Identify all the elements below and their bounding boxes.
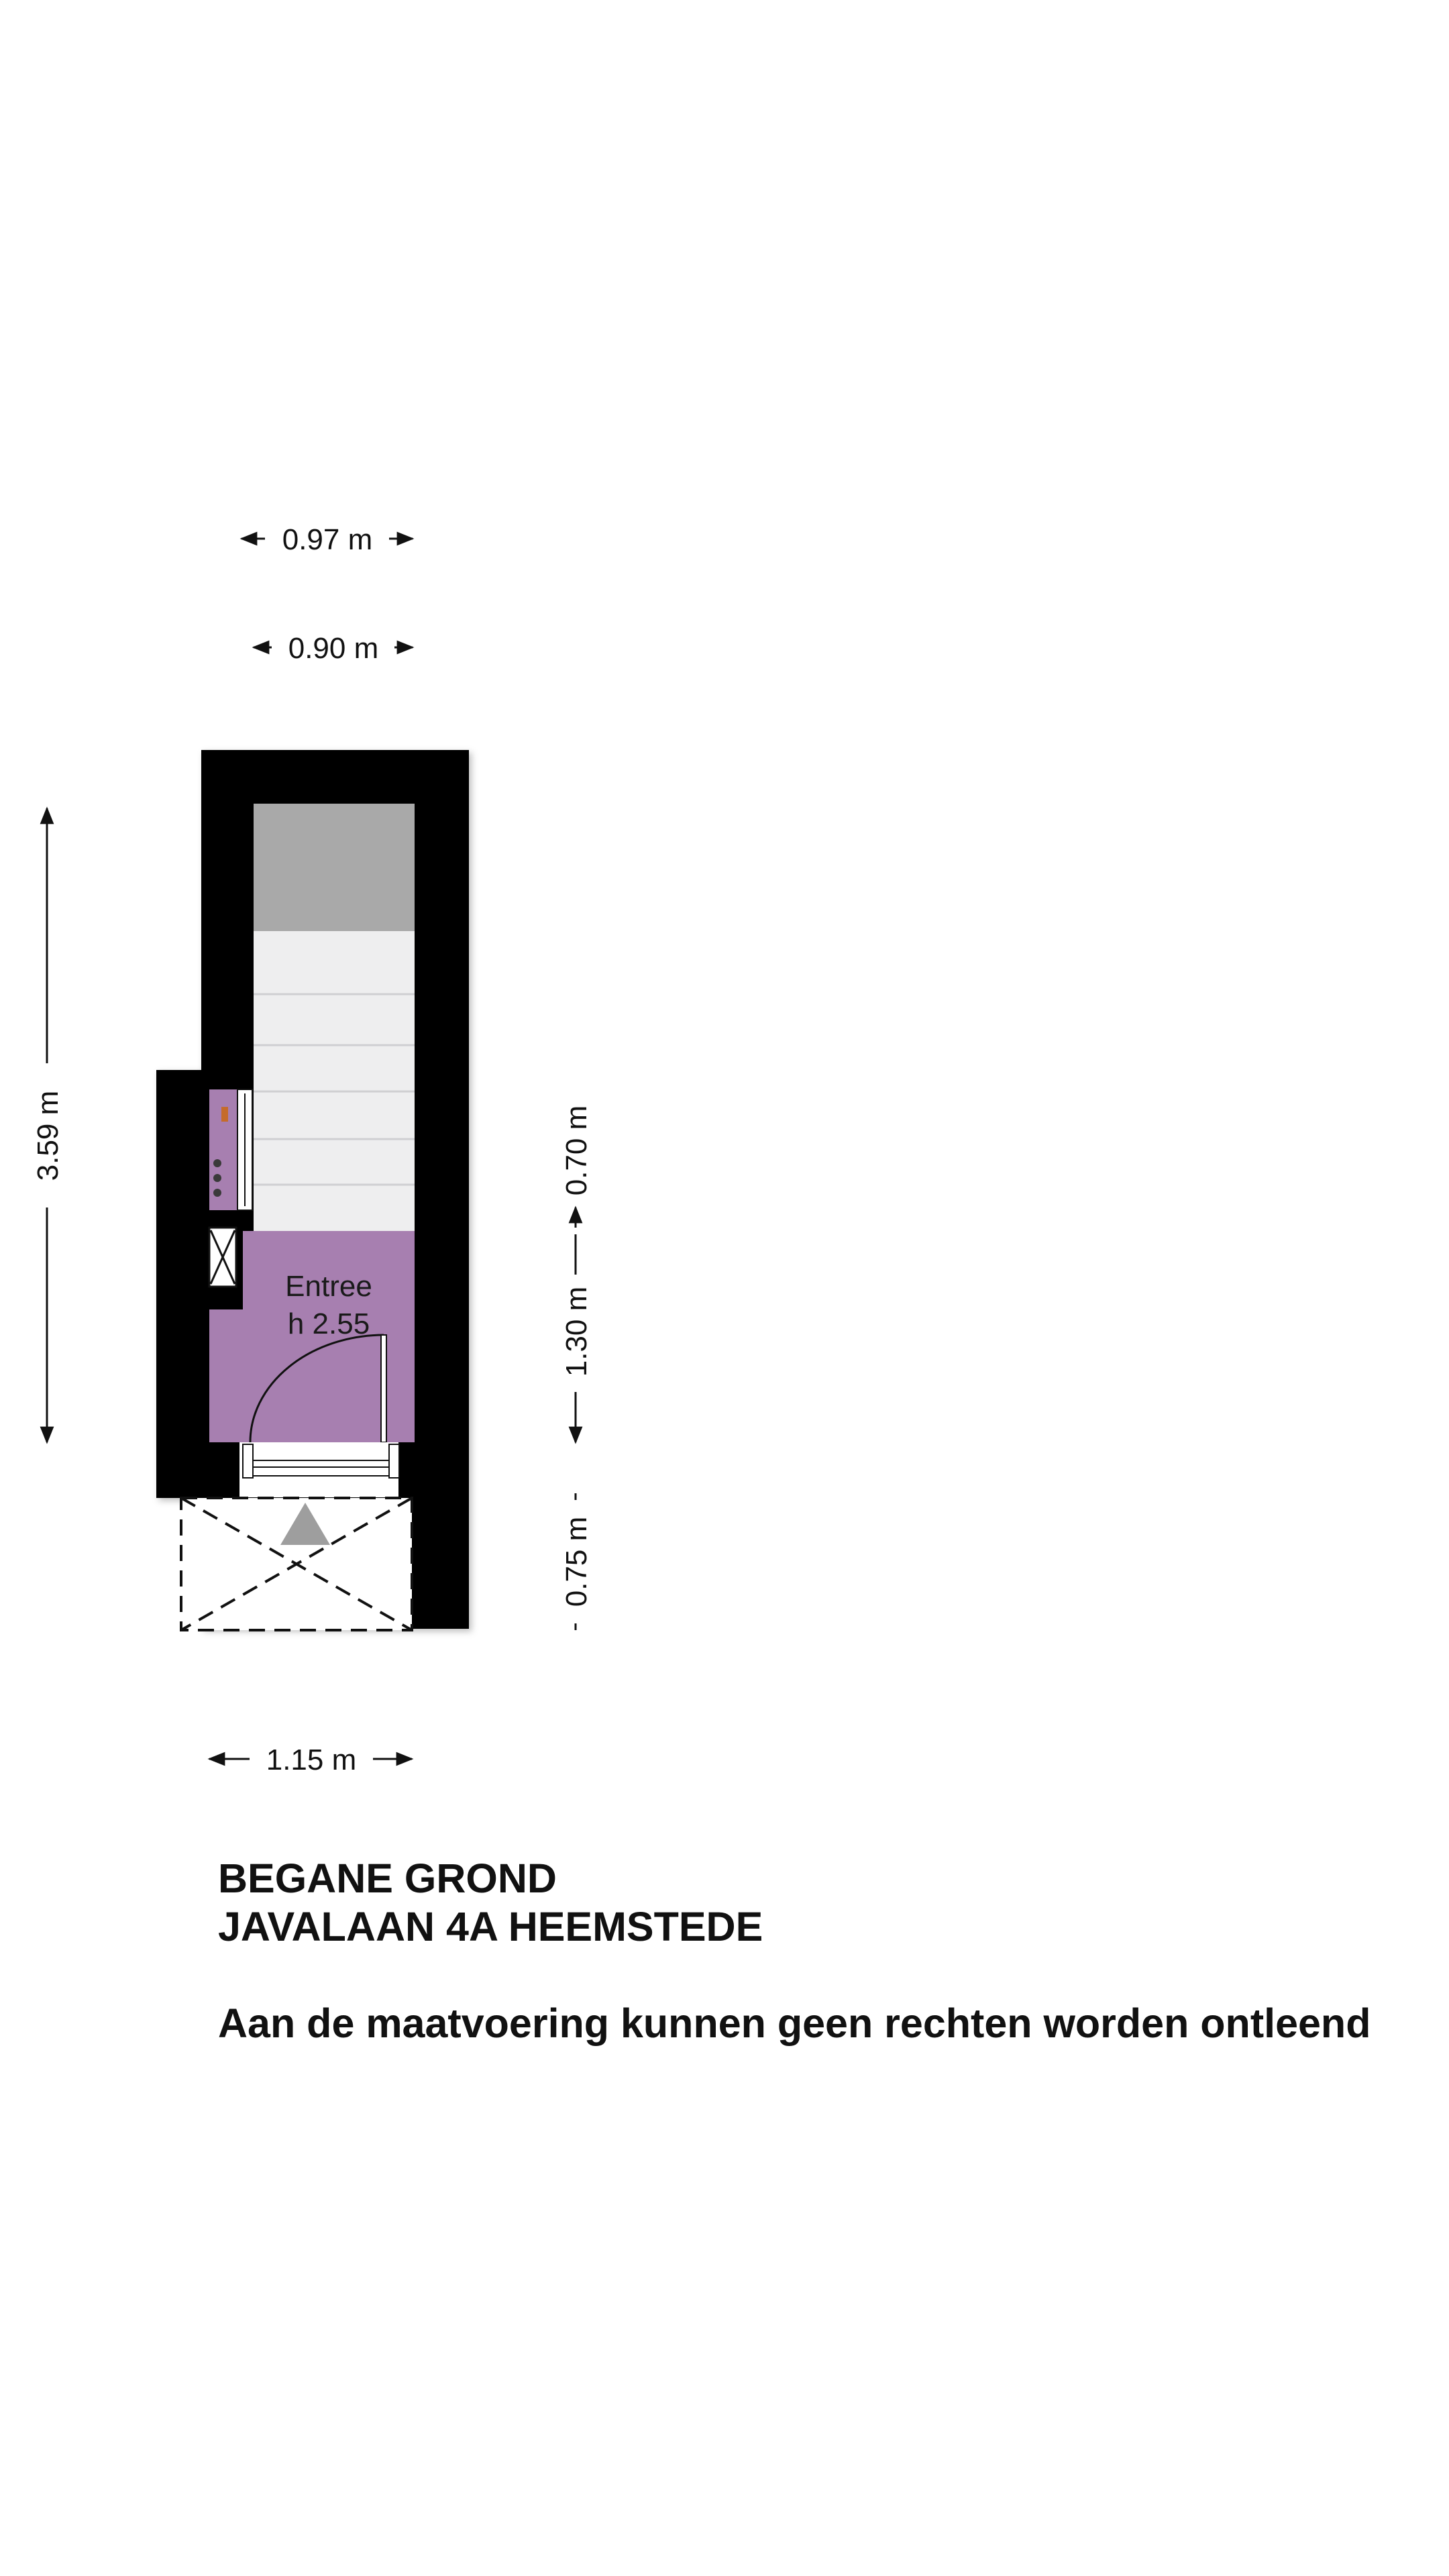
door-swing <box>249 1334 384 1443</box>
room-entree <box>209 1231 415 1442</box>
room-height: h 2.55 <box>288 1307 370 1340</box>
dimension-top-outer: 0.97 m <box>239 523 415 556</box>
door-leaf <box>380 1334 387 1443</box>
dimension-top-inner: 0.90 m <box>252 632 415 665</box>
address: JAVALAAN 4A HEEMSTEDE <box>218 1904 763 1949</box>
dimension-label: 3.59 m <box>32 1091 64 1181</box>
dimension-label: 0.75 m <box>560 1517 593 1607</box>
meter-dot <box>213 1159 221 1167</box>
meter-symbol <box>221 1107 228 1122</box>
room-name: Entree <box>285 1270 372 1303</box>
wall-left-extension <box>156 1070 203 1498</box>
dimension-label: 0.97 m <box>282 523 373 556</box>
stair-tread-lines <box>254 993 415 1186</box>
dimension-label: 0.90 m <box>288 632 379 665</box>
dimension-label: 1.15 m <box>266 1743 357 1776</box>
dimension-right-stack: 0.70 m 1.30 m 0.75 m <box>560 1106 593 1630</box>
stair-landing <box>254 804 415 931</box>
door-threshold <box>239 1442 398 1497</box>
stair-steps <box>254 931 415 1231</box>
dimension-label: 0.70 m <box>560 1106 593 1196</box>
dimension-bottom: 1.15 m <box>207 1743 414 1776</box>
dimension-label: 1.30 m <box>560 1287 593 1377</box>
plan-drawing: Entree h 2.55 <box>156 750 469 1631</box>
entrance-arrow-icon <box>280 1503 330 1545</box>
meter-dot <box>213 1189 221 1197</box>
disclaimer: Aan de maatvoering kunnen geen rechten w… <box>218 2000 1371 2046</box>
dimension-left-total: 3.59 m <box>32 806 64 1444</box>
meter-dot <box>213 1174 221 1182</box>
floor-title: BEGANE GROND <box>218 1856 557 1901</box>
